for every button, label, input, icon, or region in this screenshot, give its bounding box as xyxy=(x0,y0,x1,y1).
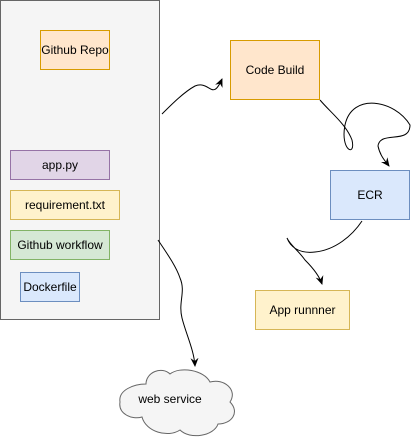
github-workflow-label: Github workflow xyxy=(17,238,103,252)
github-workflow-node[interactable]: Github workflow xyxy=(10,230,110,260)
edge-repo-to-codebuild xyxy=(161,78,223,115)
ecr-label: ECR xyxy=(357,188,383,202)
requirement-node[interactable]: requirement.txt xyxy=(10,190,120,220)
web-service-label: web service xyxy=(138,392,202,406)
dockerfile-node[interactable]: Dockerfile xyxy=(20,272,80,302)
edge-codebuild-to-ecr xyxy=(319,99,411,167)
github-repo-label: Github Repo xyxy=(41,43,109,57)
ecr-node[interactable]: ECR xyxy=(330,170,410,220)
app-runner-node[interactable]: App runnner xyxy=(255,290,350,330)
dockerfile-label: Dockerfile xyxy=(23,280,77,294)
app-py-label: app.py xyxy=(41,158,79,172)
app-runner-label: App runnner xyxy=(269,303,336,317)
web-service-cloud[interactable] xyxy=(119,369,235,437)
code-build-node[interactable]: Code Build xyxy=(230,40,320,100)
github-repo-node[interactable]: Github Repo xyxy=(40,30,110,70)
edge-repo-to-webservice xyxy=(157,239,199,367)
requirement-label: requirement.txt xyxy=(24,198,106,212)
app-py-node[interactable]: app.py xyxy=(10,150,110,180)
edge-ecr-to-apprunner xyxy=(286,220,363,285)
code-build-label: Code Build xyxy=(245,63,305,77)
